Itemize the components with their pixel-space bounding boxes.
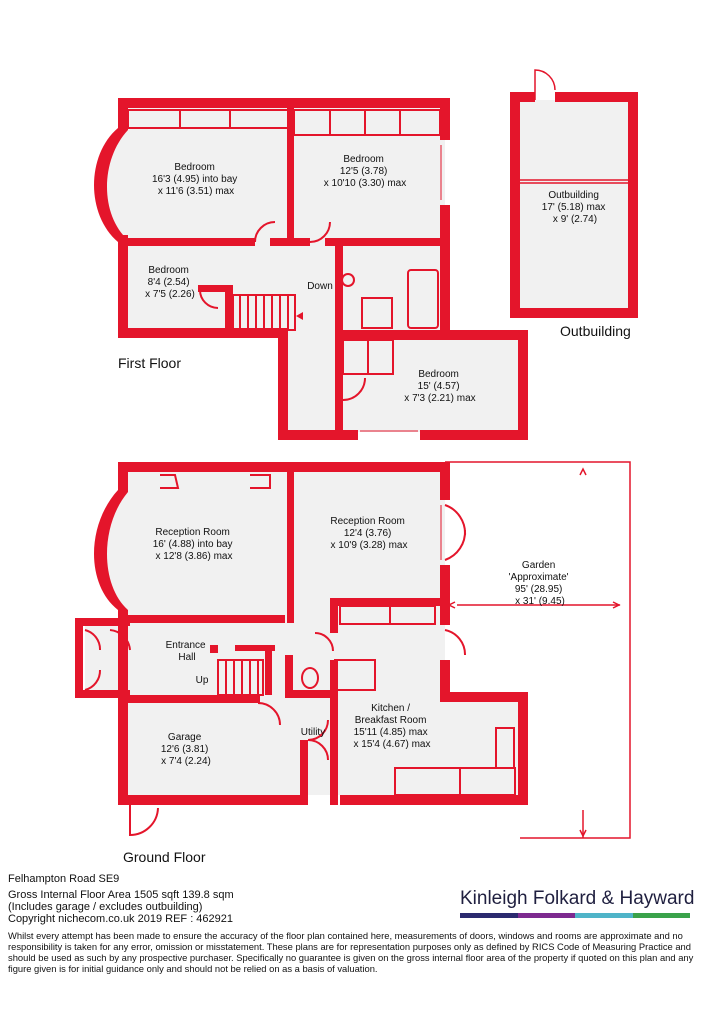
garage-label: Garage 12'6 (3.81) x 7'4 (2.24) — [161, 732, 211, 767]
garage-name: Garage — [168, 732, 202, 743]
outbuilding-dim-1: 17' (5.18) max — [542, 202, 606, 213]
kitchen-dim-2: 15'11 (4.85) max — [354, 727, 428, 738]
garden-dim-2: 95' (28.95) — [515, 584, 563, 595]
ff-bedroom-1-label: Bedroom 16'3 (4.95) into bay x 11'6 (3.5… — [152, 162, 240, 197]
brand-bar-3 — [575, 913, 633, 918]
kitchen-name: Kitchen / — [371, 703, 410, 714]
room-labels: Bedroom 16'3 (4.95) into bay x 11'6 (3.5… — [145, 154, 608, 767]
gf-reception-1-dim-2: x 12'8 (3.86) max — [156, 551, 233, 562]
outbuilding-label: Outbuilding 17' (5.18) max x 9' (2.74) — [542, 190, 608, 225]
kitchen-dim-3: x 15'4 (4.67) max — [354, 739, 431, 750]
floor-area-note: (Includes garage / excludes outbuilding) — [8, 901, 203, 913]
ground-floor-title: Ground Floor — [123, 849, 206, 865]
utility-label: Utility — [301, 727, 325, 738]
gf-reception-2-name: Reception Room — [330, 516, 404, 527]
stairs-up-label: Up — [196, 675, 209, 686]
entrance-hall-label: Entrance Hall — [166, 640, 209, 663]
ff-bedroom-4-dim-2: x 7'3 (2.21) max — [404, 393, 475, 404]
gf-reception-1-name: Reception Room — [155, 527, 229, 538]
gf-reception-2-dim-2: x 10'9 (3.28) max — [331, 540, 408, 551]
ff-bedroom-3-dim-1: 8'4 (2.54) — [148, 277, 190, 288]
brand-logo: Kinleigh Folkard & Hayward — [460, 888, 694, 918]
ff-bedroom-4-name: Bedroom — [418, 369, 459, 380]
gf-reception-2-label: Reception Room 12'4 (3.76) x 10'9 (3.28)… — [330, 516, 407, 551]
garden-label: Garden 'Approximate' 95' (28.95) x 31' (… — [509, 560, 572, 607]
first-floor-title: First Floor — [118, 355, 181, 371]
garage-dim-1: 12'6 (3.81) — [161, 744, 209, 755]
garden-dim-3: x 31' (9.45) — [515, 596, 565, 607]
property-address: Felhampton Road SE9 — [8, 873, 120, 885]
ff-bedroom-3-dim-2: x 7'5 (2.26) — [145, 289, 195, 300]
kitchen-dim-1: Breakfast Room — [355, 715, 427, 726]
entrance-hall-name: Entrance — [166, 640, 206, 651]
copyright: Copyright nichecom.co.uk 2019 REF : 4629… — [8, 913, 234, 925]
floor-area: Gross Internal Floor Area 1505 sqft 139.… — [8, 889, 234, 901]
ff-bedroom-2-name: Bedroom — [343, 154, 384, 165]
brand-bar-4 — [632, 913, 690, 918]
ff-bedroom-4-dim-1: 15' (4.57) — [418, 381, 460, 392]
stairs-down-label: Down — [307, 281, 333, 292]
garden-dim-1: 'Approximate' — [509, 572, 569, 583]
outbuilding-plan — [510, 69, 638, 318]
ff-bedroom-2-dim-2: x 10'10 (3.30) max — [324, 178, 407, 189]
kitchen-label: Kitchen / Breakfast Room 15'11 (4.85) ma… — [354, 703, 431, 750]
footer-info: Felhampton Road SE9 Gross Internal Floor… — [8, 873, 708, 925]
ground-floor-plan — [75, 461, 631, 839]
gf-reception-1-label: Reception Room 16' (4.88) into bay x 12'… — [153, 527, 236, 562]
outbuilding-name: Outbuilding — [548, 190, 599, 201]
ff-bedroom-1-name: Bedroom — [174, 162, 215, 173]
garage-dim-2: x 7'4 (2.24) — [161, 756, 211, 767]
ff-bedroom-1-dim-2: x 11'6 (3.51) max — [158, 186, 234, 197]
ff-bedroom-4-label: Bedroom 15' (4.57) x 7'3 (2.21) max — [404, 369, 475, 404]
gf-reception-2-dim-1: 12'4 (3.76) — [344, 528, 392, 539]
ff-bedroom-1-dim-1: 16'3 (4.95) into bay — [152, 174, 237, 185]
entrance-hall-dim-1: Hall — [178, 652, 195, 663]
ff-bedroom-3-label: Bedroom 8'4 (2.54) x 7'5 (2.26) — [145, 265, 195, 300]
ff-bedroom-3-name: Bedroom — [148, 265, 189, 276]
brand-bar-2 — [517, 913, 575, 918]
brand-bar-1 — [460, 913, 518, 918]
disclaimer: Whilst every attempt has been made to en… — [8, 930, 694, 974]
ff-bedroom-2-label: Bedroom 12'5 (3.78) x 10'10 (3.30) max — [324, 154, 407, 189]
floor-titles: First Floor Outbuilding Ground Floor — [118, 323, 631, 865]
ff-bedroom-2-dim-1: 12'5 (3.78) — [340, 166, 388, 177]
outbuilding-dim-2: x 9' (2.74) — [553, 214, 597, 225]
first-floor-plan — [94, 98, 528, 440]
brand-color-bars — [460, 913, 690, 918]
outbuilding-title: Outbuilding — [560, 323, 631, 339]
brand-name: Kinleigh Folkard & Hayward — [460, 888, 695, 909]
floor-plan-drawing: Bedroom 16'3 (4.95) into bay x 11'6 (3.5… — [75, 69, 638, 865]
garden-name: Garden — [522, 560, 555, 571]
gf-reception-1-dim-1: 16' (4.88) into bay — [153, 539, 233, 550]
